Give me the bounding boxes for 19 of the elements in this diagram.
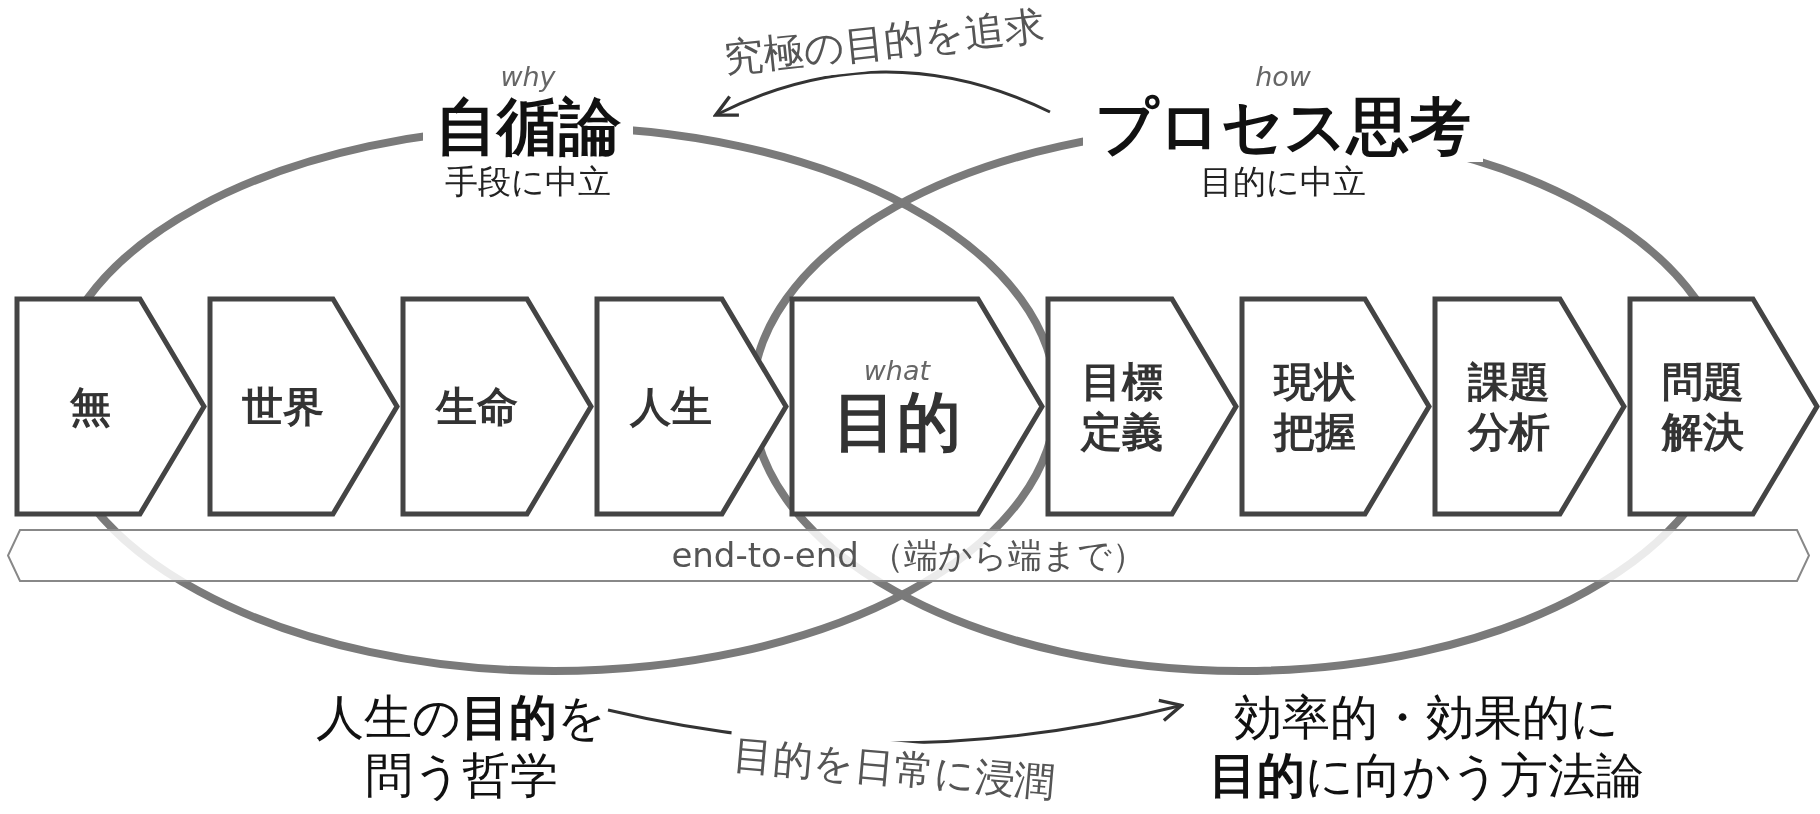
chevron-label: 現状把握	[1272, 356, 1358, 457]
chevron-label: 目的	[831, 385, 962, 458]
caption-text: 人生の目的を問う哲学	[311, 688, 611, 804]
chevron-label: 課題分析	[1466, 356, 1552, 457]
annotation-text: what	[863, 355, 931, 386]
annotation-text: how	[1255, 62, 1311, 92]
chevron-label: 無	[68, 381, 112, 432]
annotation-text: why	[500, 62, 556, 92]
band-label: end-to-end （端から端まで）	[671, 533, 1146, 577]
chevron-label: 問題解決	[1660, 356, 1746, 457]
chevron-label: 生命	[434, 381, 519, 432]
chevron-label: 人生	[628, 381, 714, 432]
title-text: プロセス思考	[1083, 92, 1483, 162]
subtitle-text: 目的に中立	[1200, 162, 1366, 202]
curved-arrow	[713, 70, 1051, 118]
chevron-label: 目標定義	[1079, 356, 1164, 457]
caption-text: 効率的・効果的に目的に向かう方法論	[1176, 688, 1676, 804]
chevron-label: 世界	[241, 381, 326, 432]
subtitle-text: 手段に中立	[445, 162, 611, 202]
